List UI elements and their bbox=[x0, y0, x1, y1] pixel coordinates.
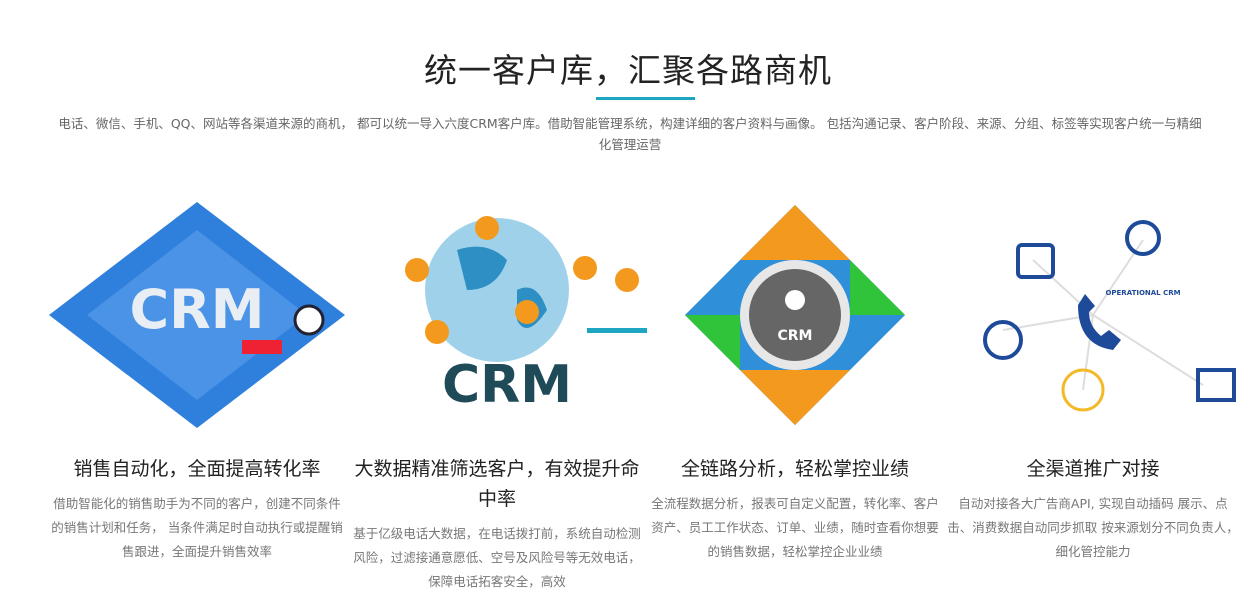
crm-illustration: CRM bbox=[49, 202, 345, 428]
title-underline bbox=[596, 97, 695, 100]
card-title: 销售自动化，全面提高转化率 bbox=[73, 458, 321, 480]
globe-crm-illustration: CRM bbox=[405, 216, 647, 415]
feature-card-sales-automation: CRM 销售自动化，全面提高转化率 借助智能化的销售助手为不同的客户，创建不同条… bbox=[47, 200, 347, 564]
feature-card-analysis: CRM 全链路分析，轻松掌控业绩 全流程数据分析，报表可自定义配置，转化率、客户… bbox=[645, 200, 945, 564]
operational-crm-label: OPERATIONAL CRM bbox=[1105, 289, 1180, 297]
card-title: 全渠道推广对接 bbox=[1026, 458, 1160, 480]
card-title: 大数据精准筛选客户，有效提升命中率 bbox=[354, 458, 640, 510]
feature-card-big-data: CRM 大数据精准筛选客户，有效提升命中率 基于亿级电话大数据，在电话拨打前，系… bbox=[347, 200, 647, 594]
card-description: 全流程数据分析，报表可自定义配置，转化率、客户资产、员工工作状态、订单、业绩，随… bbox=[651, 496, 939, 559]
crm-puzzle-illustration: CRM bbox=[685, 205, 905, 425]
page-title: 统一客户库，汇聚各路商机 bbox=[424, 51, 832, 90]
intro-text: 电话、微信、手机、QQ、网站等各渠道来源的商机， 都可以统一导入六度CRM客户库… bbox=[58, 116, 1202, 152]
operational-crm-illustration: OPERATIONAL CRM bbox=[983, 220, 1236, 412]
card-title: 全链路分析，轻松掌控业绩 bbox=[680, 458, 909, 480]
card-description: 自动对接各大广告商API, 实现自动插码 展示、点击、消费数据自动同步抓取 按来… bbox=[947, 496, 1239, 559]
card-description: 借助智能化的销售助手为不同的客户，创建不同条件的销售计划和任务， 当条件满足时自… bbox=[51, 496, 343, 559]
card-description: 基于亿级电话大数据，在电话拨打前，系统自动检测风险，过滤接通意愿低、空号及风险号… bbox=[353, 526, 641, 589]
crm-logo-text: CRM bbox=[130, 278, 265, 341]
crm-logo-text: CRM bbox=[442, 355, 572, 415]
crm-logo-text: CRM bbox=[778, 328, 813, 344]
feature-card-channels: OPERATIONAL CRM 全渠道推广对接 自动对接各大广告商API, 实现… bbox=[943, 200, 1243, 564]
